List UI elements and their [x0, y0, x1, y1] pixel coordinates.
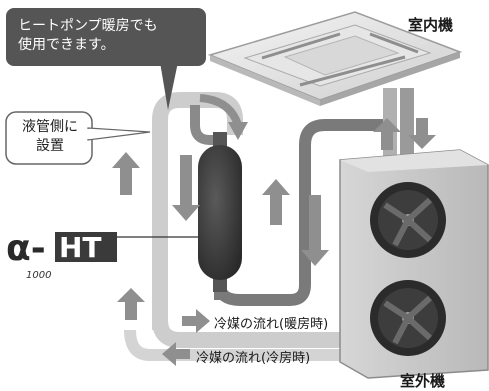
alpha-ht-logo: α- HT 1000: [6, 228, 198, 281]
arrow-curve-top: [199, 94, 242, 127]
arrow-down-mid: [301, 195, 329, 266]
svg-text:HT: HT: [59, 231, 102, 264]
flow-arrows: [112, 118, 436, 366]
arrow-up-lower-left: [117, 288, 145, 320]
arrow-up-riser: [373, 118, 401, 150]
svg-text:α-: α-: [6, 228, 46, 269]
cooling-flow-label: 冷媒の流れ(冷房時): [196, 351, 311, 366]
arrow-down-riser: [408, 118, 436, 149]
cooling-pipe-lower: [124, 329, 380, 361]
arrow-heating-right: [182, 309, 210, 333]
callout-side-line1: 液管側に: [22, 119, 78, 135]
callout-top-text: ヒートポンプ暖房でも 使用できます。: [18, 17, 158, 55]
indoor-unit-label: 室内機: [408, 16, 454, 34]
svg-text:1000: 1000: [26, 270, 51, 281]
callout-side-bubble: [5, 111, 151, 165]
outdoor-unit-label: 室外機: [400, 372, 446, 390]
callout-top-line2: 使用できます。: [18, 37, 115, 53]
heating-pipe-loop: [190, 105, 220, 145]
callout-top-line1: ヒートポンプ暖房でも: [18, 18, 158, 34]
arrow-down-device: [172, 155, 200, 221]
callout-side-text: 液管側に 設置: [12, 118, 88, 156]
outdoor-unit-graphic: [339, 149, 489, 379]
arrow-up-left: [112, 152, 140, 195]
riser-pipe-right: [400, 88, 414, 160]
alpha-ht-device: [198, 132, 242, 292]
callout-top-bubble: [6, 8, 206, 110]
heating-flow-label: 冷媒の流れ(暖房時): [214, 317, 329, 332]
callout-side-line2: 設置: [36, 138, 64, 154]
arrow-curve-top-head: [228, 122, 248, 140]
cooling-pipe-bottom: [152, 319, 360, 348]
arrow-up-mid: [262, 179, 290, 225]
indoor-unit-graphic: [207, 11, 463, 106]
arrow-cooling-left: [162, 342, 190, 366]
